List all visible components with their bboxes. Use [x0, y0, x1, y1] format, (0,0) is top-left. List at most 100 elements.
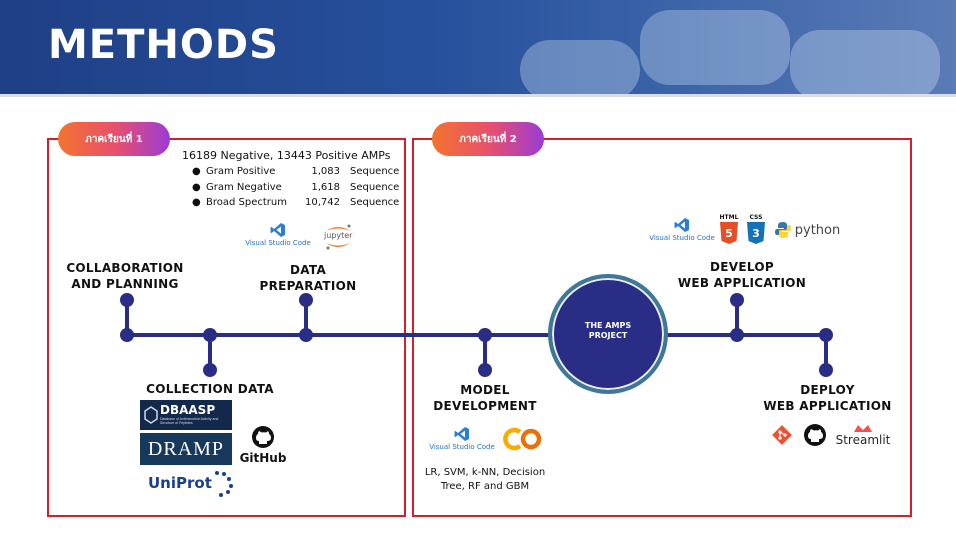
- html5-caption: HTML: [719, 213, 739, 221]
- pill-decoration: [640, 10, 790, 85]
- stat-unit: Sequence: [350, 166, 400, 177]
- node-collection-bottom: [203, 363, 217, 377]
- node-preparation-top: [299, 293, 313, 307]
- stage-deploy: DEPLOY WEB APPLICATION: [755, 382, 900, 414]
- node-model: [478, 328, 492, 342]
- github-logo: [802, 422, 828, 448]
- model-algorithms: LR, SVM, k-NN, Decision Tree, RF and GBM: [410, 466, 560, 494]
- node-collaboration-top: [120, 293, 134, 307]
- stat-name: Broad Spectrum: [206, 197, 287, 208]
- svg-text:5: 5: [725, 227, 733, 240]
- streamlit-logo: Streamlit: [834, 420, 892, 450]
- github-caption: GitHub: [239, 451, 287, 465]
- stage-preparation-line2: PREPARATION: [259, 279, 357, 293]
- project-circle: [548, 274, 668, 394]
- vscode-caption: Visual Studio Code: [245, 239, 311, 247]
- vscode-icon: [674, 218, 689, 232]
- bullet-icon: ●: [192, 166, 201, 177]
- node-collection: [203, 328, 217, 342]
- dataset-summary: 16189 Negative, 13443 Positive AMPs: [182, 149, 391, 162]
- html5-logo: HTML 5: [718, 212, 740, 246]
- node-model-bottom: [478, 363, 492, 377]
- stage-collaboration-line1: COLLABORATION: [66, 261, 184, 275]
- semester-two-frame: [412, 138, 912, 517]
- stat-count: 1,083: [311, 166, 340, 177]
- node-deploy: [819, 328, 833, 342]
- github-icon: [804, 424, 826, 446]
- github-logo: GitHub: [240, 425, 286, 465]
- model-algorithms-line1: LR, SVM, k-NN, Decision: [424, 467, 546, 478]
- stat-name: Gram Positive: [206, 166, 276, 177]
- vscode-logo: Visual Studio Code: [424, 426, 500, 451]
- project-label-line1: THE AMPS: [584, 321, 632, 330]
- semester-one-badge: ภาคเรียนที่ 1: [58, 122, 170, 156]
- css3-caption: CSS: [749, 213, 763, 221]
- stage-model-line2: DEVELOPMENT: [433, 399, 537, 413]
- stage-preparation: DATA PREPARATION: [248, 262, 368, 294]
- stat-count: 1,618: [311, 182, 340, 193]
- uniprot-name: UniProt: [148, 474, 212, 492]
- jupyter-caption: jupyter: [324, 231, 353, 240]
- vscode-caption: Visual Studio Code: [429, 443, 495, 451]
- css3-logo: CSS 3: [745, 212, 767, 246]
- pill-decoration: [790, 30, 940, 94]
- python-caption: python: [794, 222, 841, 238]
- jupyter-logo: jupyter: [322, 222, 354, 252]
- stage-preparation-line1: DATA: [289, 263, 327, 277]
- vscode-logo: Visual Studio Code: [240, 222, 316, 247]
- stat-name: Gram Negative: [206, 182, 282, 193]
- python-icon: [774, 222, 791, 238]
- node-develop-top: [730, 293, 744, 307]
- stat-count: 10,742: [305, 197, 340, 208]
- header-banner: METHODS: [0, 0, 956, 94]
- stat-row: ● Gram Negative 1,618 Sequence: [192, 182, 399, 193]
- vscode-icon: [454, 427, 469, 441]
- node-develop: [730, 328, 744, 342]
- stage-develop: DEVELOP WEB APPLICATION: [672, 259, 812, 291]
- vscode-logo: Visual Studio Code: [645, 217, 719, 242]
- git-logo: [770, 423, 794, 447]
- stage-develop-line1: DEVELOP: [710, 260, 774, 274]
- node-preparation: [299, 328, 313, 342]
- uniprot-logo: UniProt: [148, 471, 233, 497]
- python-logo: python: [772, 220, 842, 240]
- github-icon: [252, 426, 274, 448]
- dbaasp-name: DBAASP: [160, 403, 216, 417]
- model-algorithms-line2: Tree, RF and GBM: [440, 481, 530, 492]
- stage-deploy-line2: WEB APPLICATION: [763, 399, 892, 413]
- semester-two-badge: ภาคเรียนที่ 2: [432, 122, 544, 156]
- stat-row: ● Broad Spectrum 10,742 Sequence: [192, 197, 399, 208]
- uniprot-dots-icon: [215, 471, 233, 497]
- semester-one-frame: [47, 138, 406, 517]
- dbaasp-subtitle: Database of Antimicrobial Activity and S…: [160, 417, 219, 425]
- bullet-icon: ●: [192, 197, 201, 208]
- streamlit-icon: [854, 425, 872, 432]
- pill-decoration: [520, 40, 640, 94]
- colab-icon: [503, 427, 542, 451]
- stage-model: MODEL DEVELOPMENT: [420, 382, 550, 414]
- stat-unit: Sequence: [350, 182, 400, 193]
- dramp-logo: DRAMP: [140, 433, 232, 465]
- css3-icon: 3: [747, 221, 765, 244]
- stage-model-line1: MODEL: [460, 383, 510, 397]
- stage-develop-line2: WEB APPLICATION: [677, 276, 807, 290]
- node-collaboration: [120, 328, 134, 342]
- dbaasp-icon: [144, 406, 158, 424]
- stage-collaboration-line2: AND PLANNING: [71, 277, 179, 291]
- streamlit-caption: Streamlit: [835, 433, 891, 447]
- dbaasp-logo: DBAASP Database of Antimicrobial Activit…: [140, 400, 232, 430]
- html5-icon: 5: [720, 221, 738, 244]
- stage-collaboration: COLLABORATION AND PLANNING: [60, 260, 190, 292]
- page-title: METHODS: [48, 22, 279, 68]
- bullet-icon: ●: [192, 182, 201, 193]
- stage-collection: COLLECTION DATA: [146, 382, 274, 396]
- project-label: THE AMPS PROJECT: [556, 321, 660, 341]
- vscode-icon: [270, 223, 285, 237]
- svg-text:3: 3: [752, 227, 760, 240]
- colab-logo: [502, 426, 544, 452]
- stage-deploy-line1: DEPLOY: [800, 383, 855, 397]
- stat-row: ● Gram Positive 1,083 Sequence: [192, 166, 399, 177]
- vscode-caption: Visual Studio Code: [649, 234, 715, 242]
- jupyter-icon: [326, 224, 351, 250]
